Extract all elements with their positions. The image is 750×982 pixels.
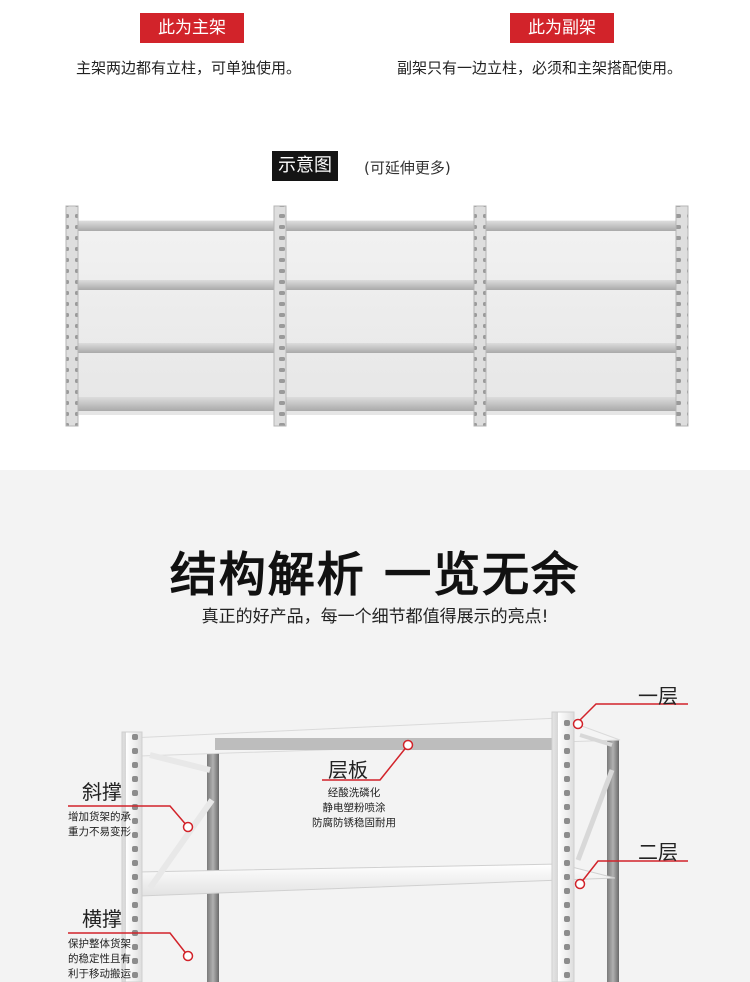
diagonal-desc-line: 重力不易变形 <box>68 826 131 838</box>
top-shelf-edge <box>215 738 560 750</box>
front-post-right <box>551 711 575 982</box>
main-frame-badge: 此为主架 <box>140 13 244 43</box>
diagram-uprights <box>65 205 689 427</box>
callout-lines <box>68 703 688 962</box>
diagonal-brace-label: 斜撑 <box>82 780 122 804</box>
layer1-label: 一层 <box>638 684 678 708</box>
sub-frame-description: 副架只有一边立柱，必须和主架搭配使用。 <box>397 59 683 77</box>
diagram-shelves <box>74 221 680 411</box>
brace-top-right <box>579 733 613 747</box>
shelf-desc-line: 防腐防锈稳固耐用 <box>312 817 396 829</box>
structure-subtitle: 真正的好产品，每一个细节都值得展示的亮点! <box>201 607 549 627</box>
diagram-back <box>74 220 680 415</box>
shelf-diagram <box>65 205 689 427</box>
structure-illustration <box>68 703 688 982</box>
shelf-desc-line: 经酸洗磷化 <box>327 787 381 799</box>
shelf-desc-line: 静电塑粉喷涂 <box>322 802 386 814</box>
crossbar-desc-line: 利于移动搬运 <box>68 968 131 980</box>
crossbar-description: 保护整体货架 的稳定性且有 利于移动搬运 <box>68 937 131 982</box>
crossbar-desc-line: 的稳定性且有 <box>68 953 131 965</box>
crossbar-desc-line: 保护整体货架 <box>68 938 131 950</box>
shelf-description: 经酸洗磷化 静电塑粉喷涂 防腐防锈稳固耐用 <box>292 786 416 831</box>
shelf-label: 层板 <box>328 758 368 782</box>
structure-title: 结构解析 一览无余 <box>169 548 581 603</box>
top-shelf <box>129 717 621 757</box>
layer2-label: 二层 <box>638 840 678 864</box>
back-post-left <box>207 750 219 982</box>
diagram-note: (可延伸更多) <box>364 159 451 177</box>
brace-top-left <box>149 752 211 773</box>
main-frame-description: 主架两边都有立柱，可单独使用。 <box>76 59 302 77</box>
diagonal-brace-description: 增加货架的承 重力不易变形 <box>68 810 131 840</box>
brace-diagonal-right <box>575 769 615 861</box>
diagram-badge: 示意图 <box>272 151 338 181</box>
crossbar-label: 横撑 <box>82 907 122 931</box>
diagonal-desc-line: 增加货架的承 <box>68 811 131 823</box>
front-post-left <box>121 731 143 982</box>
sub-frame-badge: 此为副架 <box>510 13 614 43</box>
brace-diagonal-left <box>147 798 215 890</box>
